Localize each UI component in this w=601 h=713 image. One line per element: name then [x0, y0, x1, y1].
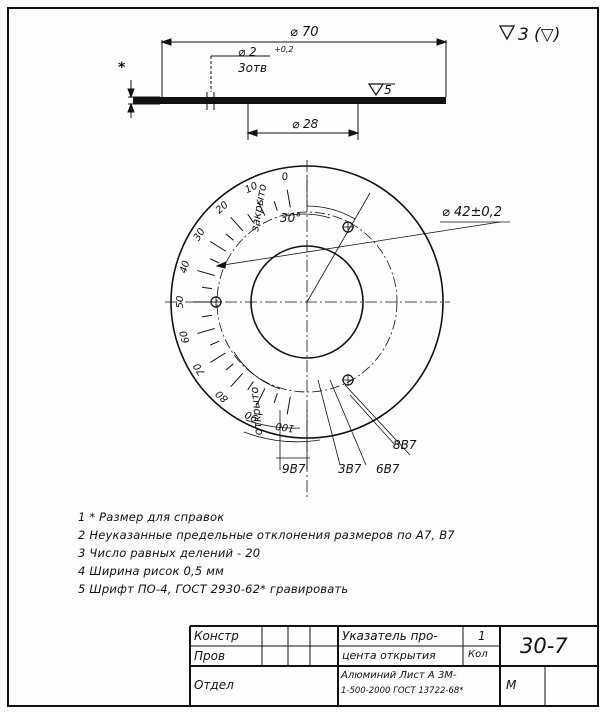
scale-tick [247, 381, 254, 391]
note-4: 4 Ширина рисок 0,5 мм [78, 564, 224, 578]
scale-label: 20 [214, 200, 231, 217]
scale-tick [201, 314, 213, 318]
dim-3b7: 3B7 [338, 462, 362, 476]
scale-tick [210, 352, 226, 363]
scale-tick [197, 270, 215, 277]
dim-bolt-circle: ⌀ 42±0,2 [442, 205, 502, 220]
tb-part-name-2: цента открытия [342, 649, 436, 662]
reference-star: * [118, 60, 126, 76]
dim-hole-count: 3отв [238, 61, 267, 75]
tb-check-label: Пров [194, 649, 226, 663]
tb-material-1: Алюминий Лист А 3М- [341, 670, 457, 681]
scale-tick [230, 373, 244, 388]
tb-drawing-number: 30-7 [520, 634, 568, 658]
note-3: 3 Число равных делений - 20 [78, 546, 261, 560]
dim-boss: ⌀ 28 [292, 117, 319, 131]
dim-9b7: 9B7 [282, 462, 306, 476]
scale-tick [247, 213, 254, 223]
note-2: 2 Неуказанные предельные отклонения разм… [78, 528, 455, 542]
roughness-symbol-icon [498, 25, 516, 41]
tb-scale-value: М [506, 678, 517, 692]
scale-label: 100 [275, 420, 296, 434]
tb-material-2: 1-500-2000 ГОСТ 13722-68* [341, 686, 464, 696]
scale-tick [210, 241, 226, 252]
scale-label: 30 [192, 227, 208, 244]
dim-outer-plate: ⌀ 70 [290, 25, 319, 40]
label-open: открыто [248, 386, 265, 436]
plate-section [133, 97, 446, 104]
tb-dept-label: Отдел [194, 678, 234, 692]
scale-tick [225, 363, 234, 371]
plate-side-view [127, 38, 448, 140]
scale-label: 80 [214, 388, 231, 405]
scale-label: 0 [281, 171, 289, 183]
scale-label: 60 [178, 329, 192, 344]
scale-tick [286, 189, 291, 208]
tb-constr-label: Констр [194, 629, 239, 643]
dim-hole-tolerance: +0,2 [274, 45, 293, 54]
tb-qty-value: 1 [478, 629, 486, 643]
tb-qty-label: Кол [468, 649, 488, 660]
scale-label: 40 [178, 259, 192, 274]
scale-tick [209, 340, 220, 346]
note-5: 5 Шрифт ПО-4, ГОСТ 2930-62* гравировать [78, 582, 349, 596]
scale-label: 50 [175, 296, 186, 309]
scale-tick [256, 388, 266, 405]
title-block [189, 625, 598, 706]
roughness-local: 5 [384, 83, 392, 97]
dial-front-view [165, 160, 510, 500]
scale-tick [201, 286, 213, 290]
dim-8b7: 8B7 [393, 438, 417, 452]
scale-tick [209, 258, 220, 264]
scale-tick [225, 233, 234, 241]
tb-part-name-1: Указатель про- [342, 629, 438, 643]
dim-angle: 30° [280, 211, 301, 225]
note-1: 1 * Размер для справок [78, 510, 225, 524]
scale-tick [197, 327, 215, 334]
dim-hole: ⌀ 2 [238, 45, 257, 59]
scale-label: 90 [243, 408, 259, 423]
scale-tick [273, 393, 278, 403]
scale-tick [256, 199, 266, 216]
scale-label: 70 [192, 361, 208, 378]
scale-ticks [193, 189, 291, 415]
sheet-frame [7, 7, 599, 707]
roughness-paren: (▽) [534, 25, 560, 45]
roughness-main: 3 [518, 25, 529, 45]
dim-6b7: 6B7 [376, 462, 400, 476]
scale-label: 10 [243, 181, 259, 196]
scale-tick [230, 216, 244, 231]
scale-tick [273, 201, 278, 211]
scale-tick [286, 396, 291, 415]
